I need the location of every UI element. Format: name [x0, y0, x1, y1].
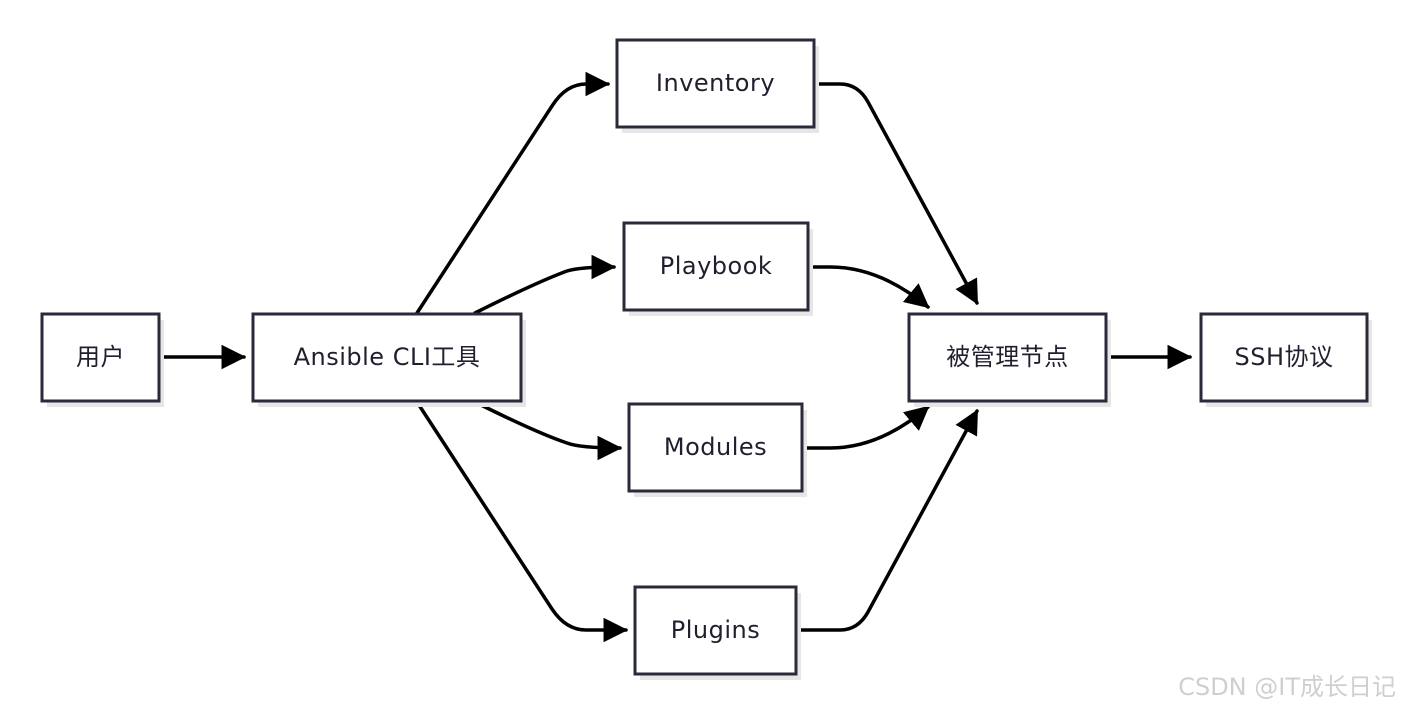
- edge-cli-to-plugins: [415, 400, 629, 643]
- node-ssh: SSH协议: [1199, 312, 1372, 407]
- node-label-playbook: Playbook: [660, 252, 773, 280]
- node-label-plugins: Plugins: [671, 616, 760, 644]
- node-label-modules: Modules: [664, 433, 767, 461]
- edge-plugins-to-managed: [795, 409, 979, 632]
- edge-modules-to-managed: [800, 405, 930, 450]
- node-label-ssh: SSH协议: [1234, 343, 1333, 371]
- edges: [157, 71, 1193, 643]
- node-label-cli: Ansible CLI工具: [294, 343, 481, 371]
- node-playbook: Playbook: [622, 221, 813, 316]
- node-managed: 被管理节点: [907, 312, 1111, 407]
- edge-cli-to-playbook: [473, 254, 617, 315]
- edge-cli-to-modules: [473, 400, 623, 461]
- node-cli: Ansible CLI工具: [251, 312, 526, 407]
- edge-playbook-to-managed: [806, 265, 930, 309]
- watermark: CSDN @IT成长日记: [1178, 673, 1396, 701]
- edge-inventory-to-managed: [813, 82, 979, 305]
- node-modules: Modules: [627, 402, 807, 497]
- edge-cli-to-inventory: [415, 71, 611, 315]
- node-label-user: 用户: [76, 343, 125, 371]
- node-label-inventory: Inventory: [656, 69, 775, 97]
- node-label-managed: 被管理节点: [946, 343, 1069, 371]
- node-user: 用户: [40, 312, 164, 407]
- node-inventory: Inventory: [615, 38, 819, 133]
- node-plugins: Plugins: [633, 585, 801, 680]
